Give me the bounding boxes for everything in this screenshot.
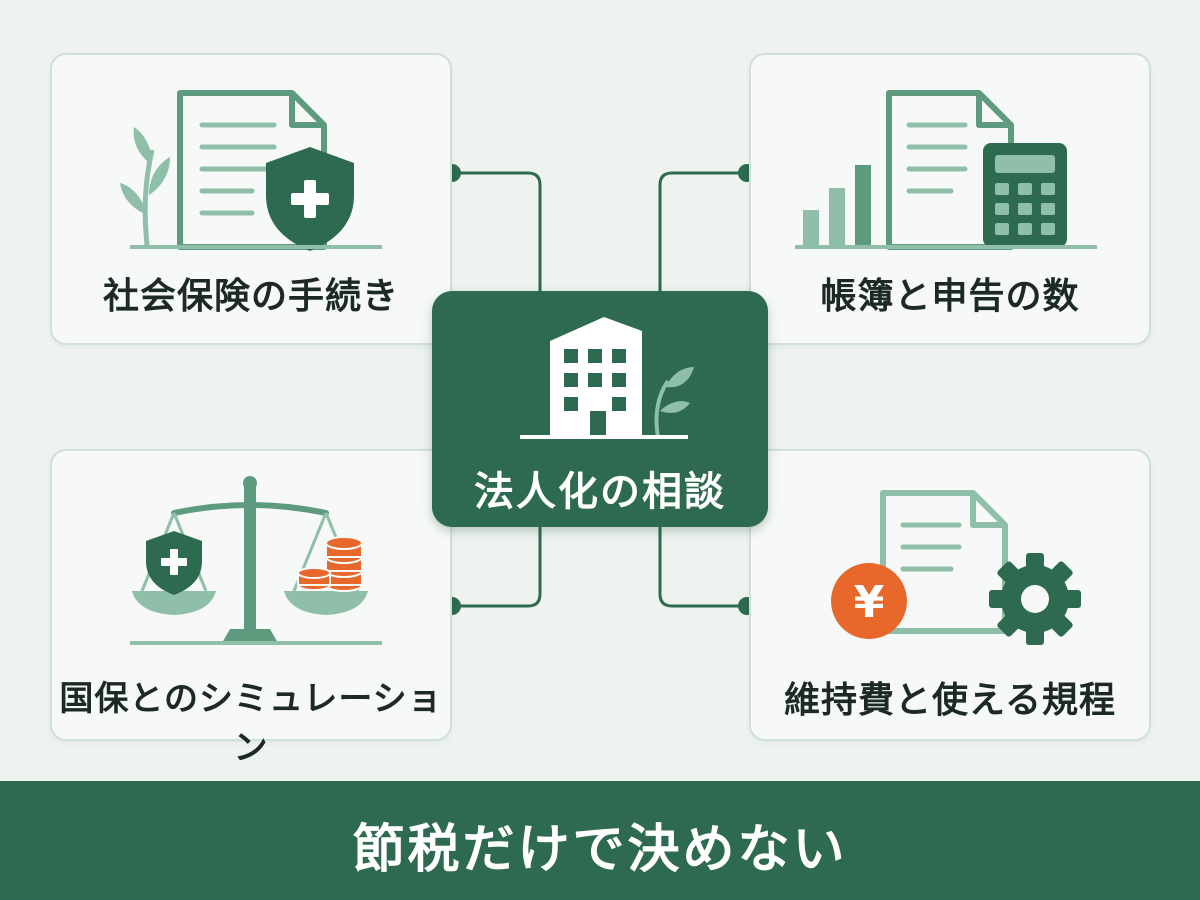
- topic-card-maintenance-cost-rules: ¥ 維持費と使える規程: [749, 449, 1151, 741]
- topic-card-national-insurance-simulation: 国保とのシミュレーション: [50, 449, 452, 768]
- topic-label: 維持費と使える規程: [784, 680, 1116, 721]
- svg-text:¥: ¥: [854, 577, 885, 628]
- office-building-icon: [520, 317, 694, 439]
- central-hub: 法人化の相談: [432, 291, 768, 527]
- connector-top-right: [658, 171, 745, 291]
- hub-label: 法人化の相談: [474, 469, 726, 515]
- connector-bottom-right: [658, 527, 745, 608]
- footer-banner: 節税だけで決めない: [0, 781, 1200, 900]
- footer-text: 節税だけで決めない: [352, 820, 848, 880]
- balance-scale-icon: [130, 476, 382, 645]
- topic-label: 社会保険の手続き: [102, 276, 399, 317]
- connector-top-left: [455, 171, 542, 291]
- bar-chart-calculator-icon: [795, 90, 1097, 250]
- topic-label: 帳簿と申告の数: [820, 276, 1080, 317]
- topic-label: 国保とのシミュレーション: [59, 679, 443, 768]
- connector-bottom-left: [455, 527, 542, 608]
- topic-card-books-and-filing: 帳簿と申告の数: [749, 53, 1151, 345]
- document-shield-icon: [120, 90, 382, 251]
- yen-gear-document-icon: ¥: [831, 490, 1081, 645]
- topic-card-social-insurance: 社会保険の手続き: [50, 53, 452, 345]
